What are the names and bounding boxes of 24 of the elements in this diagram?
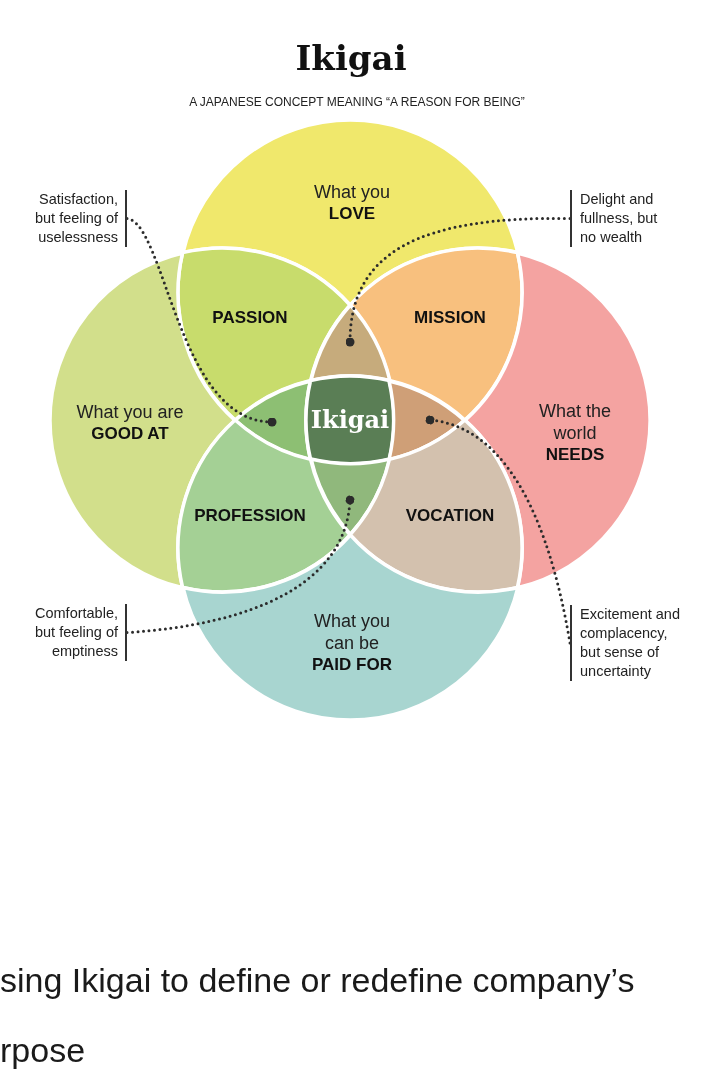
region-label: What you LOVE — [313, 181, 390, 225]
leader-line — [125, 495, 355, 634]
circle-region — [182, 534, 518, 720]
caption: sing Ikigai to define or redefine company’s rpose — [0, 960, 636, 1071]
region-label: What the world NEEDS — [537, 400, 612, 466]
region-label: What you can be PAID FOR — [311, 610, 393, 676]
callout-text: Satisfaction, but feeling of uselessness — [30, 190, 127, 247]
leader-line — [125, 217, 277, 427]
center-region — [306, 376, 394, 464]
title: Ikigai — [295, 38, 407, 78]
region-label: What you are GOOD AT — [76, 401, 184, 445]
region-label: VOCATION — [405, 506, 495, 526]
callout-text: Excitement and complacency, but sense of uncertainty — [570, 605, 684, 681]
region-label: PASSION — [212, 308, 288, 328]
region-label: PROFESSION — [194, 506, 306, 526]
region-label: Ikigai — [310, 404, 390, 434]
region-label: MISSION — [414, 308, 486, 328]
callout-text: Delight and fullness, but no wealth — [570, 190, 664, 247]
overlap-region — [389, 380, 465, 460]
overlap-region — [310, 305, 390, 381]
subtitle: A JAPANESE CONCEPT MEANING “A REASON FOR BEING” — [189, 95, 525, 109]
leader-line — [345, 217, 572, 347]
callout-text: Comfortable, but feeling of emptiness — [30, 604, 127, 661]
leader-line — [425, 415, 572, 645]
